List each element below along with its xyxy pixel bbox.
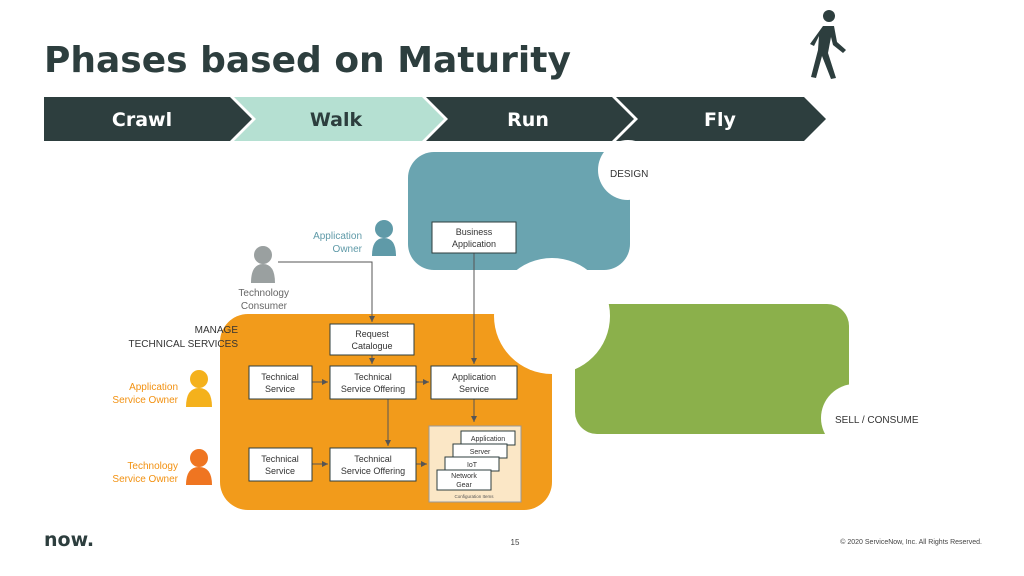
svg-text:Catalogue: Catalogue <box>351 341 392 351</box>
svg-text:Service Offering: Service Offering <box>341 384 405 394</box>
phase-chevrons: Crawl Walk Run Fly <box>44 97 826 141</box>
walking-person-icon <box>810 10 846 79</box>
technical-service-box-2: Technical Service <box>248 447 313 482</box>
manage-panel-label-line2: TECHNICAL SERVICES <box>129 339 239 350</box>
phase-label-run: Run <box>507 109 549 131</box>
design-panel-label: DESIGN <box>610 169 648 180</box>
svg-text:Technical: Technical <box>354 454 392 464</box>
technology-consumer-label-line1: Technology <box>238 288 289 299</box>
svg-text:Service: Service <box>265 466 295 476</box>
svg-text:Network: Network <box>451 473 477 480</box>
svg-text:Technical: Technical <box>354 372 392 382</box>
application-owner-label-line1: Application <box>313 231 362 242</box>
svg-text:Request: Request <box>355 329 389 339</box>
logo-text: now. <box>44 531 94 549</box>
phase-run: Run <box>426 97 634 141</box>
configuration-items-group: Application Server IoT Network Gear Conf… <box>428 425 522 503</box>
svg-text:Gear: Gear <box>456 482 472 489</box>
phase-crawl: Crawl <box>44 97 252 141</box>
application-service-box: Application Service <box>430 365 518 400</box>
panel-cutout <box>598 140 658 200</box>
phase-label-fly: Fly <box>704 109 736 131</box>
phase-label-crawl: Crawl <box>112 109 172 131</box>
page-number: 15 <box>510 538 520 547</box>
application-owner-person-icon <box>372 220 396 256</box>
phase-fly: Fly <box>616 97 826 141</box>
application-service-owner-person-icon <box>186 370 212 407</box>
svg-text:Service: Service <box>265 384 295 394</box>
panel-cutout <box>494 258 610 374</box>
svg-text:Application: Application <box>471 436 505 443</box>
sell-consume-panel-label: SELL / CONSUME <box>835 415 919 426</box>
svg-text:Server: Server <box>470 449 491 456</box>
technical-service-offering-box-2: Technical Service Offering <box>329 447 417 482</box>
application-owner-label-line2: Owner <box>333 244 363 255</box>
technical-service-box-1: Technical Service <box>248 365 313 400</box>
phase-label-walk: Walk <box>310 109 363 131</box>
connector-consumer-to-catalogue <box>278 261 375 322</box>
ci-card-network-gear <box>436 469 492 491</box>
application-service-owner-label-line1: Application <box>129 382 178 393</box>
svg-text:Technical: Technical <box>261 372 299 382</box>
svg-text:Technical: Technical <box>261 454 299 464</box>
panel-cutout <box>821 384 889 452</box>
svg-text:Application: Application <box>452 239 496 249</box>
svg-text:Service Offering: Service Offering <box>341 466 405 476</box>
servicenow-logo: now. <box>44 531 94 549</box>
phase-walk: Walk <box>234 97 444 141</box>
business-application-box: Business Application <box>431 221 517 254</box>
technology-service-owner-label-line1: Technology <box>127 461 178 472</box>
svg-text:Business: Business <box>456 227 493 237</box>
service-model-diagram: DESIGN SELL / CONSUME MANAGE TECHNICAL S… <box>112 140 919 510</box>
svg-text:IoT: IoT <box>467 462 478 469</box>
technology-consumer-person-icon <box>251 246 275 283</box>
technology-service-owner-label-line2: Service Owner <box>112 474 178 485</box>
sell-consume-panel <box>575 304 849 434</box>
copyright-notice: © 2020 ServiceNow, Inc. All Rights Reser… <box>840 539 982 546</box>
svg-text:Service: Service <box>459 384 489 394</box>
application-service-owner-label-line2: Service Owner <box>112 395 178 406</box>
svg-text:Application: Application <box>452 372 496 382</box>
request-catalogue-box: Request Catalogue <box>329 323 415 356</box>
page-title: Phases based on Maturity <box>44 40 571 81</box>
ci-caption: Configuration Items <box>454 494 494 499</box>
technology-consumer-label-line2: Consumer <box>241 301 288 312</box>
manage-panel-label-line1: MANAGE <box>195 325 239 336</box>
technology-service-owner-person-icon <box>186 449 212 485</box>
technical-service-offering-box-1: Technical Service Offering <box>329 365 417 400</box>
